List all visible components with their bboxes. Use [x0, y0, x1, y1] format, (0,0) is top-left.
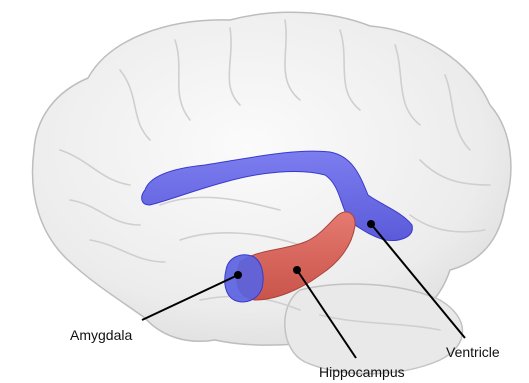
- amygdala-dot: [234, 271, 242, 279]
- hippocampus-label: Hippocampus: [319, 364, 405, 380]
- hippocampus-dot: [293, 266, 301, 274]
- amygdala-label: Amygdala: [70, 327, 132, 343]
- ventricle-label: Ventricle: [446, 344, 500, 360]
- ventricle-dot: [367, 220, 375, 228]
